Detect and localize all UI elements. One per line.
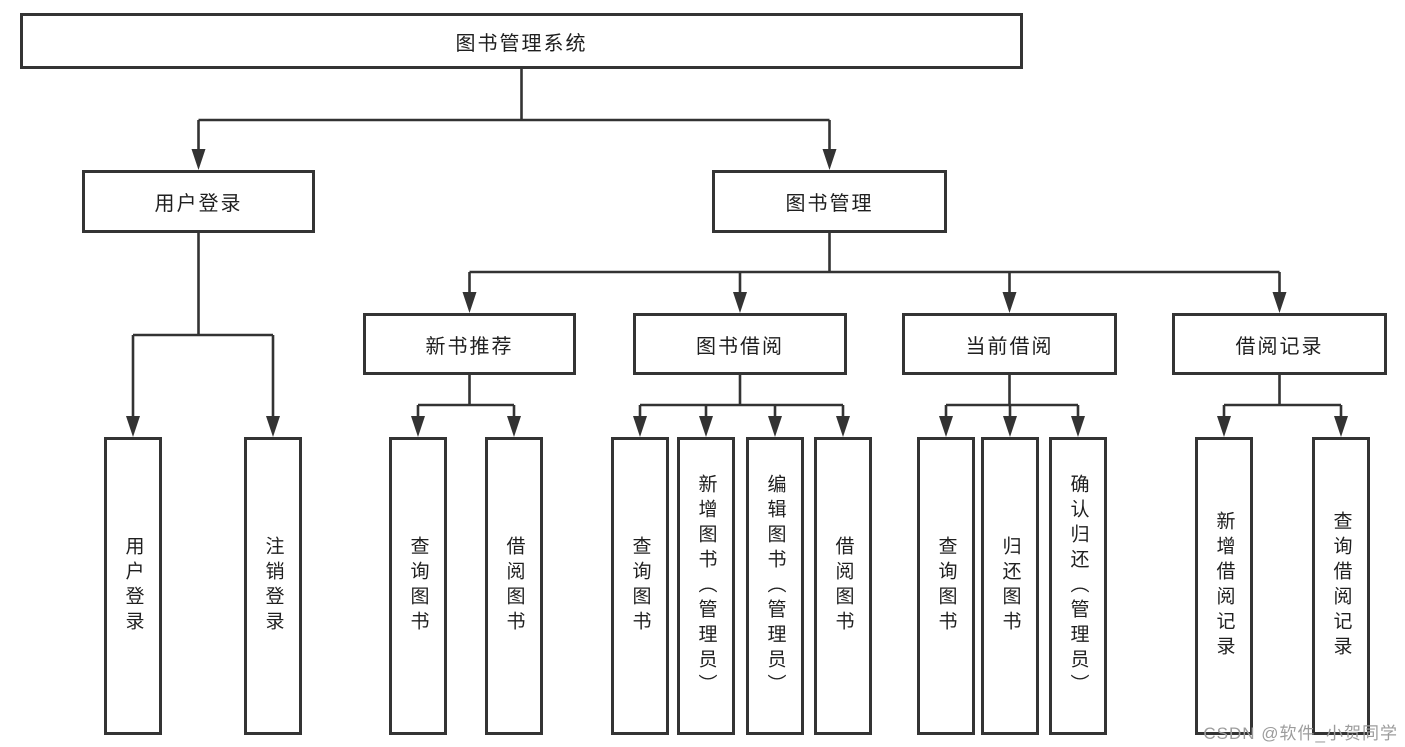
node-borrowing-records-label: 借阅记录 (1235, 335, 1324, 358)
node-book-borrowing-label: 图书借阅 (696, 335, 784, 358)
leaf-add-books-admin: 新增图书（管理员） (677, 437, 735, 735)
connector-book-borrowing-to-leaves (633, 375, 850, 437)
node-new-book-recommend: 新书推荐 (363, 313, 576, 375)
node-root: 图书管理系统 (20, 13, 1023, 69)
leaf-borrow-books-recommend: 借阅图书 (485, 437, 543, 735)
leaf-borrow-books-recommend-label: 借阅图书 (503, 536, 525, 636)
leaf-query-borrow-record: 查询借阅记录 (1312, 437, 1370, 735)
leaf-confirm-return-admin: 确认归还（管理员） (1049, 437, 1107, 735)
leaf-user-login: 用户登录 (104, 437, 162, 735)
node-root-label: 图书管理系统 (455, 32, 588, 55)
leaf-borrow-books-label: 借阅图书 (832, 536, 854, 636)
leaf-confirm-return-admin-label: 确认归还（管理员） (1067, 473, 1089, 699)
node-user-login-label: 用户登录 (154, 193, 243, 215)
leaf-query-books-borrowing: 查询图书 (611, 437, 669, 735)
connector-borrowing-records-to-leaves (1217, 375, 1348, 437)
leaf-logout-label: 注销登录 (262, 536, 284, 636)
leaf-logout: 注销登录 (244, 437, 302, 735)
node-book-borrowing: 图书借阅 (633, 313, 847, 375)
leaf-query-borrow-record-label: 查询借阅记录 (1330, 511, 1352, 661)
csdn-watermark: CSDN @软件_小贺同学 (1203, 724, 1398, 743)
node-current-borrowing-label: 当前借阅 (965, 335, 1054, 358)
node-book-management-label: 图书管理 (785, 193, 874, 215)
leaf-edit-books-admin-label: 编辑图书（管理员） (764, 473, 786, 699)
leaf-add-books-admin-label: 新增图书（管理员） (695, 473, 717, 699)
node-new-book-recommend-label: 新书推荐 (425, 335, 514, 358)
leaf-borrow-books: 借阅图书 (814, 437, 872, 735)
node-user-login: 用户登录 (82, 170, 315, 233)
leaf-return-books-label: 归还图书 (999, 536, 1021, 636)
leaf-query-books-borrowing-label: 查询图书 (629, 536, 651, 636)
node-book-management: 图书管理 (712, 170, 947, 233)
leaf-query-books-current-label: 查询图书 (935, 536, 957, 636)
connector-root-to-level2 (191, 68, 837, 170)
leaf-user-login-label: 用户登录 (122, 536, 144, 636)
leaf-query-books-recommend: 查询图书 (389, 437, 447, 735)
leaf-edit-books-admin: 编辑图书（管理员） (746, 437, 804, 735)
leaf-query-books-recommend-label: 查询图书 (407, 536, 429, 636)
leaf-add-borrow-record: 新增借阅记录 (1195, 437, 1253, 735)
leaf-return-books: 归还图书 (981, 437, 1039, 735)
node-current-borrowing: 当前借阅 (902, 313, 1117, 375)
leaf-query-books-current: 查询图书 (917, 437, 975, 735)
connector-new-book-recommend-to-leaves (411, 375, 521, 437)
leaf-add-borrow-record-label: 新增借阅记录 (1213, 511, 1235, 661)
node-borrowing-records: 借阅记录 (1172, 313, 1387, 375)
connector-user-login-to-leaves (126, 233, 280, 437)
connector-book-management-to-level3 (462, 233, 1287, 313)
connector-current-borrowing-to-leaves (939, 375, 1085, 437)
